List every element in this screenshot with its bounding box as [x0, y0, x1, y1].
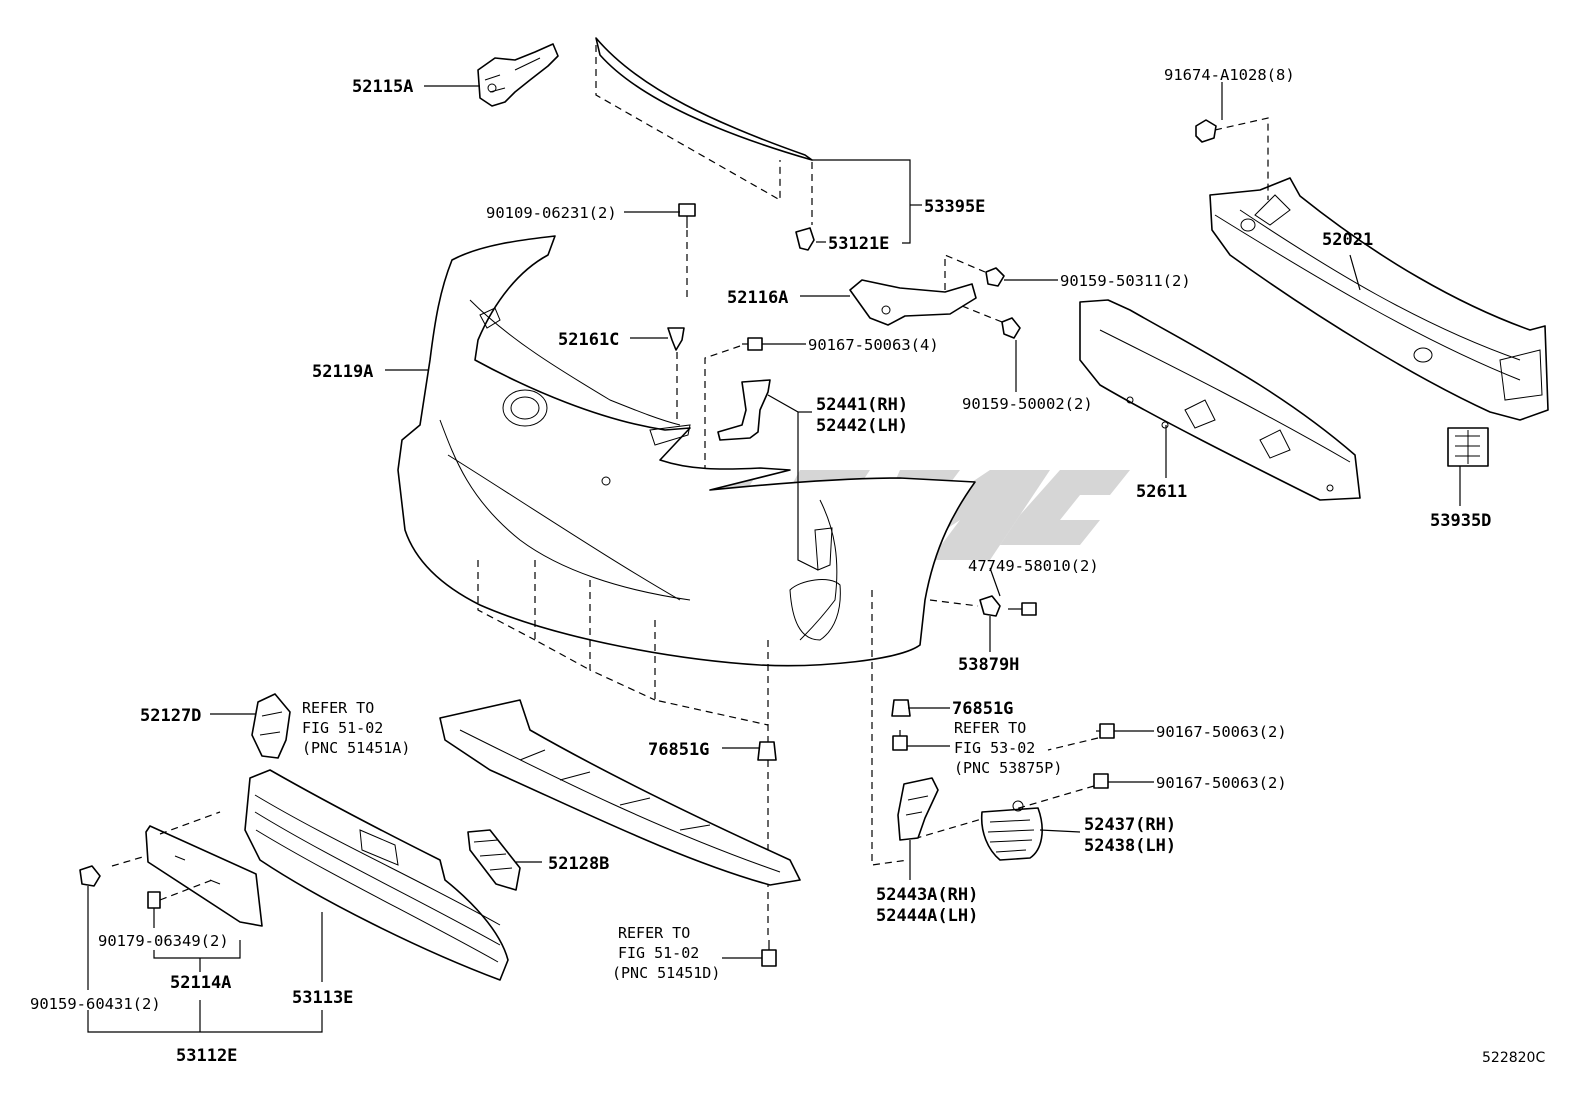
bracket-52116a-drawing [849, 254, 1003, 326]
connector-53935d-drawing [1447, 427, 1489, 467]
insert-52128b-drawing [467, 829, 521, 891]
bolt-90159-50311-drawing [985, 267, 1005, 287]
label-53121e: 53121E [828, 234, 889, 254]
label-52611: 52611 [1136, 482, 1187, 502]
label-53879h: 53879H [958, 655, 1019, 675]
label-76851g-b: 76851G [648, 740, 709, 760]
label-53113e: 53113E [292, 988, 353, 1008]
bumper-cover-52119a-drawing [397, 235, 979, 940]
screw-refer-51451d-drawing [761, 940, 777, 967]
screw-47749-drawing [1008, 602, 1037, 616]
ref1-line1: REFER TO [302, 699, 374, 717]
clip-52161c-drawing [667, 327, 685, 420]
label-90159-60431: 90159-60431(2) [30, 995, 161, 1013]
ref2-line3: (PNC 53875P) [954, 759, 1062, 777]
label-90167-50063-2b: 90167-50063(2) [1156, 774, 1287, 792]
label-52438-lh: 52438(LH) [1084, 836, 1176, 856]
reinforcement-52021-drawing [1209, 117, 1549, 421]
grille-53113e-drawing [244, 769, 509, 981]
bolt-90159-50002-drawing [1001, 317, 1021, 392]
label-90159-50002: 90159-50002(2) [962, 395, 1093, 413]
ref3-line3: (PNC 51451D) [612, 964, 720, 982]
plate-bracket-52114a-drawing [111, 811, 263, 927]
label-52114a: 52114A [170, 973, 231, 993]
absorber-52611-drawing [1079, 299, 1361, 501]
label-52021: 52021 [1322, 230, 1373, 250]
label-53395e: 53395E [924, 197, 985, 217]
ref3-line1: REFER TO [618, 924, 690, 942]
label-47749-58010: 47749-58010(2) [968, 557, 1099, 575]
bracket-52443a-drawing [897, 777, 939, 841]
label-52437-rh: 52437(RH) [1084, 815, 1176, 835]
bolt-90109-drawing [678, 203, 696, 300]
label-90167-50063-4: 90167-50063(4) [808, 336, 939, 354]
label-52161c: 52161C [558, 330, 619, 350]
bolt-90159-60431-drawing [79, 865, 101, 887]
bracket-52115a-drawing [477, 43, 559, 107]
ref3-line2: FIG 51-02 [618, 944, 699, 962]
clip-76851g-b-drawing [757, 741, 777, 761]
label-53112e: 53112E [176, 1046, 237, 1066]
part-labels: 52115A 53395E 53121E 90109-06231(2) 5211… [30, 66, 1491, 1066]
label-90159-50311: 90159-50311(2) [1060, 272, 1191, 290]
label-52441-rh: 52441(RH) [816, 395, 908, 415]
screw-90167-2b-drawing [909, 773, 1109, 841]
bracket-52127d-drawing [251, 693, 291, 759]
screw-90167-2a-drawing [1047, 723, 1115, 751]
label-90167-50063-2a: 90167-50063(2) [1156, 723, 1287, 741]
screw-refer-53875p-drawing [892, 730, 908, 751]
label-52442-lh: 52442(LH) [816, 416, 908, 436]
clip-76851g-a-drawing [891, 699, 911, 717]
molding-strip-53395e-drawing [595, 37, 813, 225]
label-52116a: 52116A [727, 288, 788, 308]
figure-id: 522820C [1482, 1050, 1545, 1066]
ref1-line2: FIG 51-02 [302, 719, 383, 737]
label-91674-a1028: 91674-A1028(8) [1164, 66, 1295, 84]
reference-notes: REFER TO FIG 51-02 (PNC 51451A) REFER TO… [302, 699, 1062, 982]
label-90109-06231: 90109-06231(2) [486, 204, 617, 222]
label-52115a: 52115A [352, 77, 413, 97]
bracket-52441-drawing [717, 379, 771, 441]
under-cover-drawing [439, 699, 801, 886]
ref2-line1: REFER TO [954, 719, 1026, 737]
clip-53879h-drawing [979, 595, 1001, 652]
fog-cover-52437-drawing [980, 800, 1043, 861]
label-53935d: 53935D [1430, 511, 1491, 531]
ref2-line2: FIG 53-02 [954, 739, 1035, 757]
label-52119a: 52119A [312, 362, 373, 382]
leader-lines [87, 82, 1461, 1033]
label-52443a-rh: 52443A(RH) [876, 885, 978, 905]
bolt-91674-drawing [1195, 119, 1217, 143]
label-90179-06349: 90179-06349(2) [98, 932, 229, 950]
nut-90179-drawing [147, 879, 213, 928]
ref1-line3: (PNC 51451A) [302, 739, 410, 757]
label-52444a-lh: 52444A(LH) [876, 906, 978, 926]
label-52127d: 52127D [140, 706, 201, 726]
clip-53121e-drawing [795, 227, 815, 251]
label-52128b: 52128B [548, 854, 609, 874]
label-76851g-a: 76851G [952, 699, 1013, 719]
